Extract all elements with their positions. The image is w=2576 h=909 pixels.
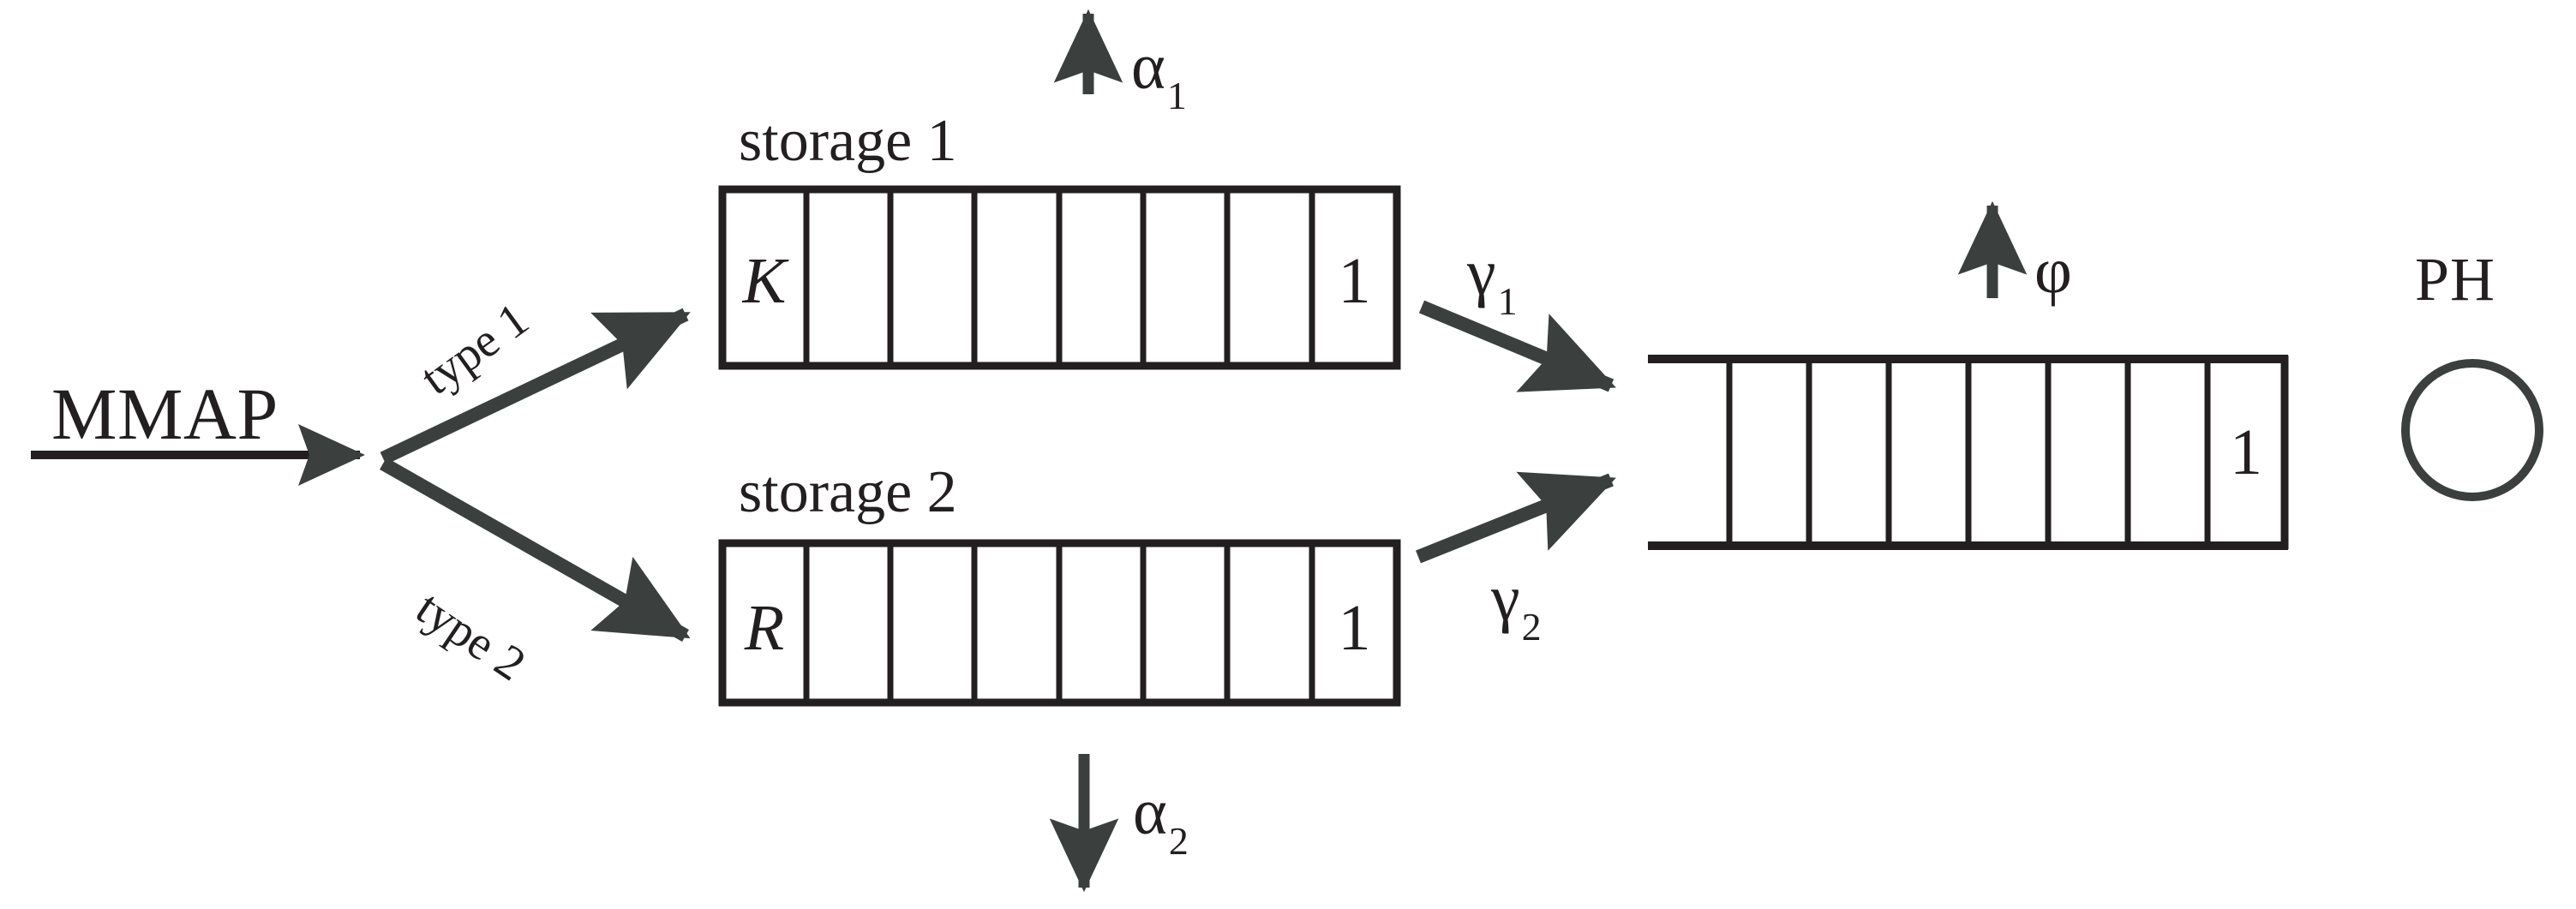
- alpha-2-subscript: 2: [1168, 819, 1189, 864]
- ph-server-circle[interactable]: [2401, 359, 2543, 501]
- storage-1-cell-last-value: 1: [1338, 245, 1371, 317]
- gamma-1-subscript: 1: [1497, 279, 1518, 324]
- storage-2-cell-last-value: 1: [1338, 592, 1371, 664]
- phi-label: φ: [2034, 238, 2072, 303]
- alpha-2-label: α2: [1133, 780, 1189, 861]
- type-2-branch-arrow: [380, 457, 691, 642]
- alpha-2-glyph: α: [1133, 776, 1167, 848]
- gamma-1-transfer-arrow: [1418, 300, 1616, 392]
- service-queue-cell-last-value: 1: [2230, 416, 2262, 488]
- storage-2-queue[interactable]: [718, 539, 1401, 707]
- gamma-2-glyph: γ: [1491, 562, 1520, 634]
- type-1-branch-arrow: [380, 308, 691, 465]
- storage-1-queue[interactable]: [718, 185, 1401, 370]
- alpha-1-subscript: 1: [1166, 74, 1187, 118]
- service-queue[interactable]: [1648, 355, 2289, 550]
- gamma-1-label: γ1: [1467, 240, 1518, 321]
- storage-2-cell-first-value: R: [744, 592, 785, 664]
- storage-1-cell-first-value: K: [742, 245, 787, 317]
- gamma-2-transfer-arrow: [1416, 471, 1616, 564]
- alpha-1-label: α1: [1131, 31, 1187, 116]
- storage-1-title: storage 1: [739, 108, 957, 174]
- gamma-2-label: γ2: [1491, 562, 1542, 647]
- gamma-2-subscript: 2: [1521, 605, 1542, 649]
- phi-glyph: φ: [2034, 235, 2072, 307]
- ph-server-label: PH: [2415, 245, 2496, 314]
- mmap-source-label: MMAP: [51, 373, 279, 455]
- gamma-1-glyph: γ: [1467, 236, 1496, 308]
- alpha-1-glyph: α: [1131, 31, 1165, 103]
- storage-2-title: storage 2: [739, 459, 957, 525]
